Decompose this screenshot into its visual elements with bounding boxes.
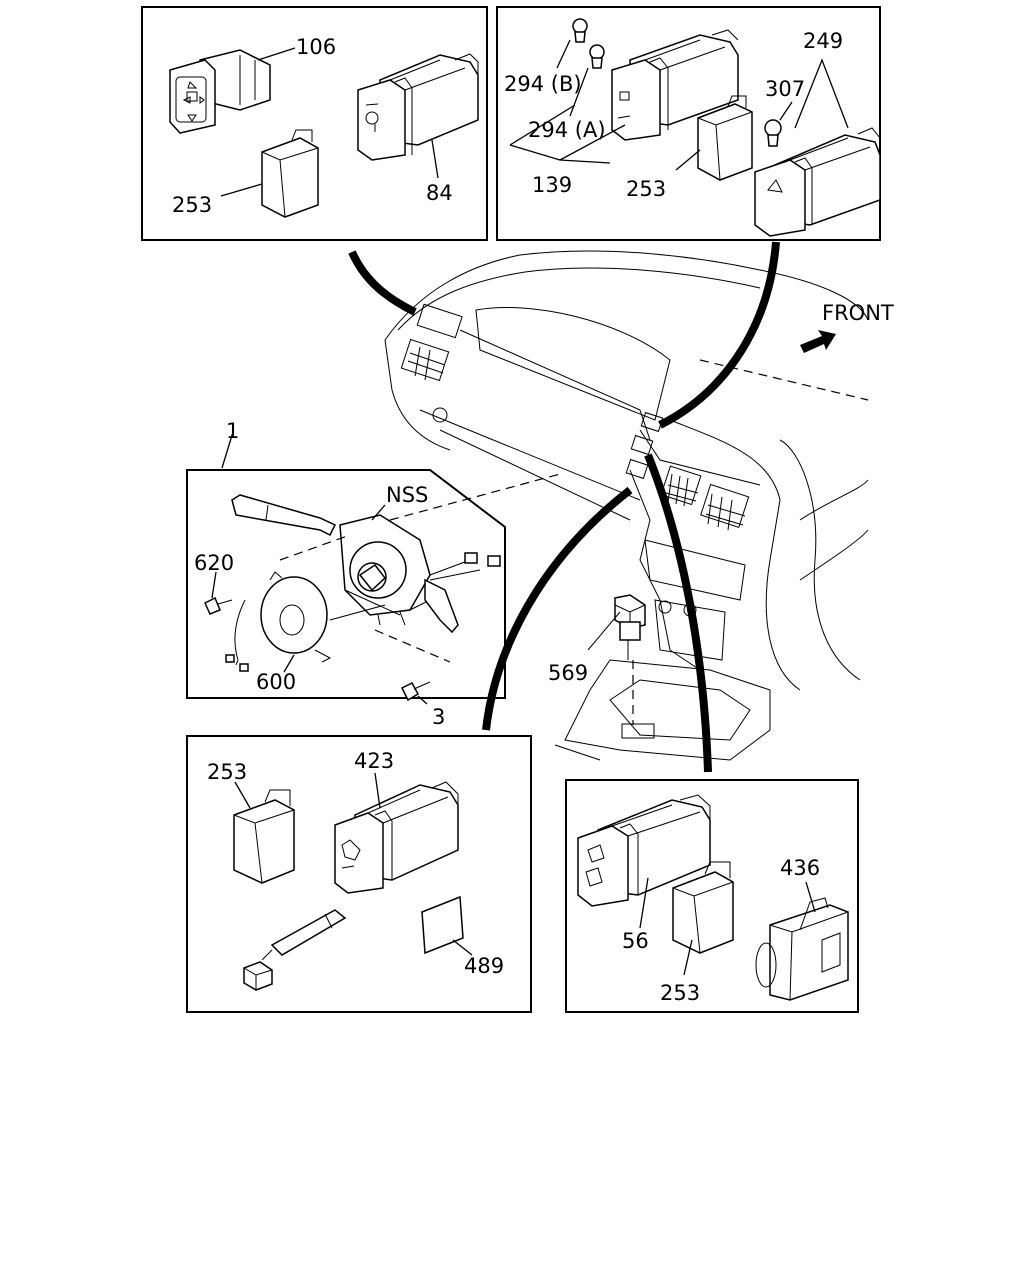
part-139 xyxy=(611,29,739,141)
part-600 xyxy=(225,571,332,672)
label-423: 423 xyxy=(354,749,394,773)
part-3: 3 xyxy=(400,681,445,729)
part-wire-harness xyxy=(243,909,347,991)
part-106 xyxy=(169,49,271,134)
dashboard-outline xyxy=(384,250,869,761)
part-249 xyxy=(754,127,881,237)
part-253-c xyxy=(233,789,295,884)
label-nss: NSS xyxy=(386,483,428,507)
front-label: FRONT xyxy=(822,301,894,325)
part-307 xyxy=(764,119,782,147)
part-253-a xyxy=(261,129,319,218)
label-106: 106 xyxy=(296,35,336,59)
part-489 xyxy=(421,895,464,955)
part-569: 569 xyxy=(548,594,646,725)
part-combination-switch xyxy=(329,514,501,634)
label-294a: 294 (A) xyxy=(528,118,606,142)
label-253-c: 253 xyxy=(207,760,247,784)
callout-box-middle-left: 1 NSS xyxy=(186,419,561,699)
front-arrow-icon xyxy=(800,330,836,353)
callout-box-bottom-left: 253 423 489 xyxy=(186,735,532,1013)
label-1: 1 xyxy=(226,419,239,443)
part-56 xyxy=(577,794,711,907)
part-84 xyxy=(357,53,479,161)
part-423 xyxy=(334,781,459,894)
label-620: 620 xyxy=(194,551,234,575)
label-139: 139 xyxy=(532,173,572,197)
part-294 xyxy=(572,18,605,69)
label-489: 489 xyxy=(464,954,504,978)
label-253-b: 253 xyxy=(626,177,666,201)
part-stalk-lever xyxy=(231,494,337,537)
front-indicator: FRONT xyxy=(800,301,894,353)
part-253-b xyxy=(697,95,753,181)
label-253-a: 253 xyxy=(172,193,212,217)
label-600: 600 xyxy=(256,670,296,694)
callout-box-top-right: 294 (B) 294 (A) 139 253 307 xyxy=(496,6,881,241)
part-253-d xyxy=(672,861,734,954)
label-307: 307 xyxy=(765,77,805,101)
label-253-d: 253 xyxy=(660,981,700,1005)
part-620 xyxy=(204,596,233,615)
label-56: 56 xyxy=(622,929,649,953)
callout-box-top-left: 106 84 253 xyxy=(141,6,488,241)
label-3: 3 xyxy=(432,705,445,729)
part-436 xyxy=(755,897,849,1001)
label-294b: 294 (B) xyxy=(504,72,582,96)
label-436: 436 xyxy=(780,856,820,880)
label-84: 84 xyxy=(426,181,453,205)
callout-box-bottom-right: 56 253 436 xyxy=(565,779,859,1013)
label-569: 569 xyxy=(548,661,588,685)
label-249: 249 xyxy=(803,29,843,53)
